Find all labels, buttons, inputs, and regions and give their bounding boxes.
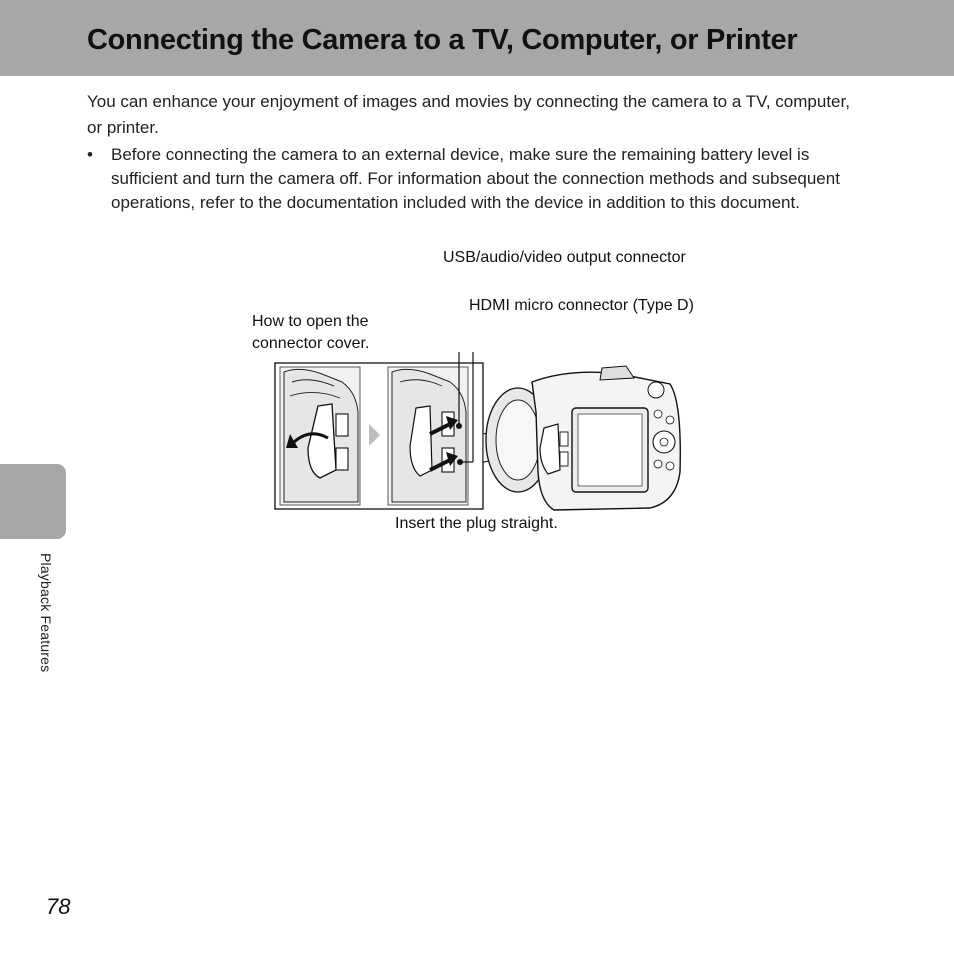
intro-paragraph: You can enhance your enjoyment of images…	[87, 92, 850, 137]
hdmi-connector-label: HDMI micro connector (Type D)	[469, 297, 694, 314]
page-number: 78	[46, 894, 71, 919]
usb-connector-label: USB/audio/video output connector	[443, 249, 686, 266]
camera-body	[485, 365, 681, 511]
header-bar	[0, 0, 954, 76]
section-label: Playback Features	[38, 553, 54, 673]
insert-plug-label: Insert the plug straight.	[395, 515, 558, 532]
panel-insert-plugs	[387, 366, 469, 506]
camera-connection-illustration	[274, 352, 681, 511]
section-tab	[0, 464, 66, 539]
curved-arrow-icon	[286, 434, 298, 448]
arrow-icon	[446, 452, 458, 466]
connector-cover-label: How to open the connector cover.	[252, 313, 370, 352]
bullet-text: Before connecting the camera to an exter…	[111, 145, 840, 212]
chevron-right-icon	[369, 424, 380, 446]
bullet-item: • Before connecting the camera to an ext…	[87, 143, 872, 215]
page-title: Connecting the Camera to a TV, Computer,…	[87, 24, 798, 56]
panel-open-cover	[279, 366, 361, 506]
arrow-icon	[446, 416, 458, 430]
bullet-dot: •	[87, 145, 93, 164]
